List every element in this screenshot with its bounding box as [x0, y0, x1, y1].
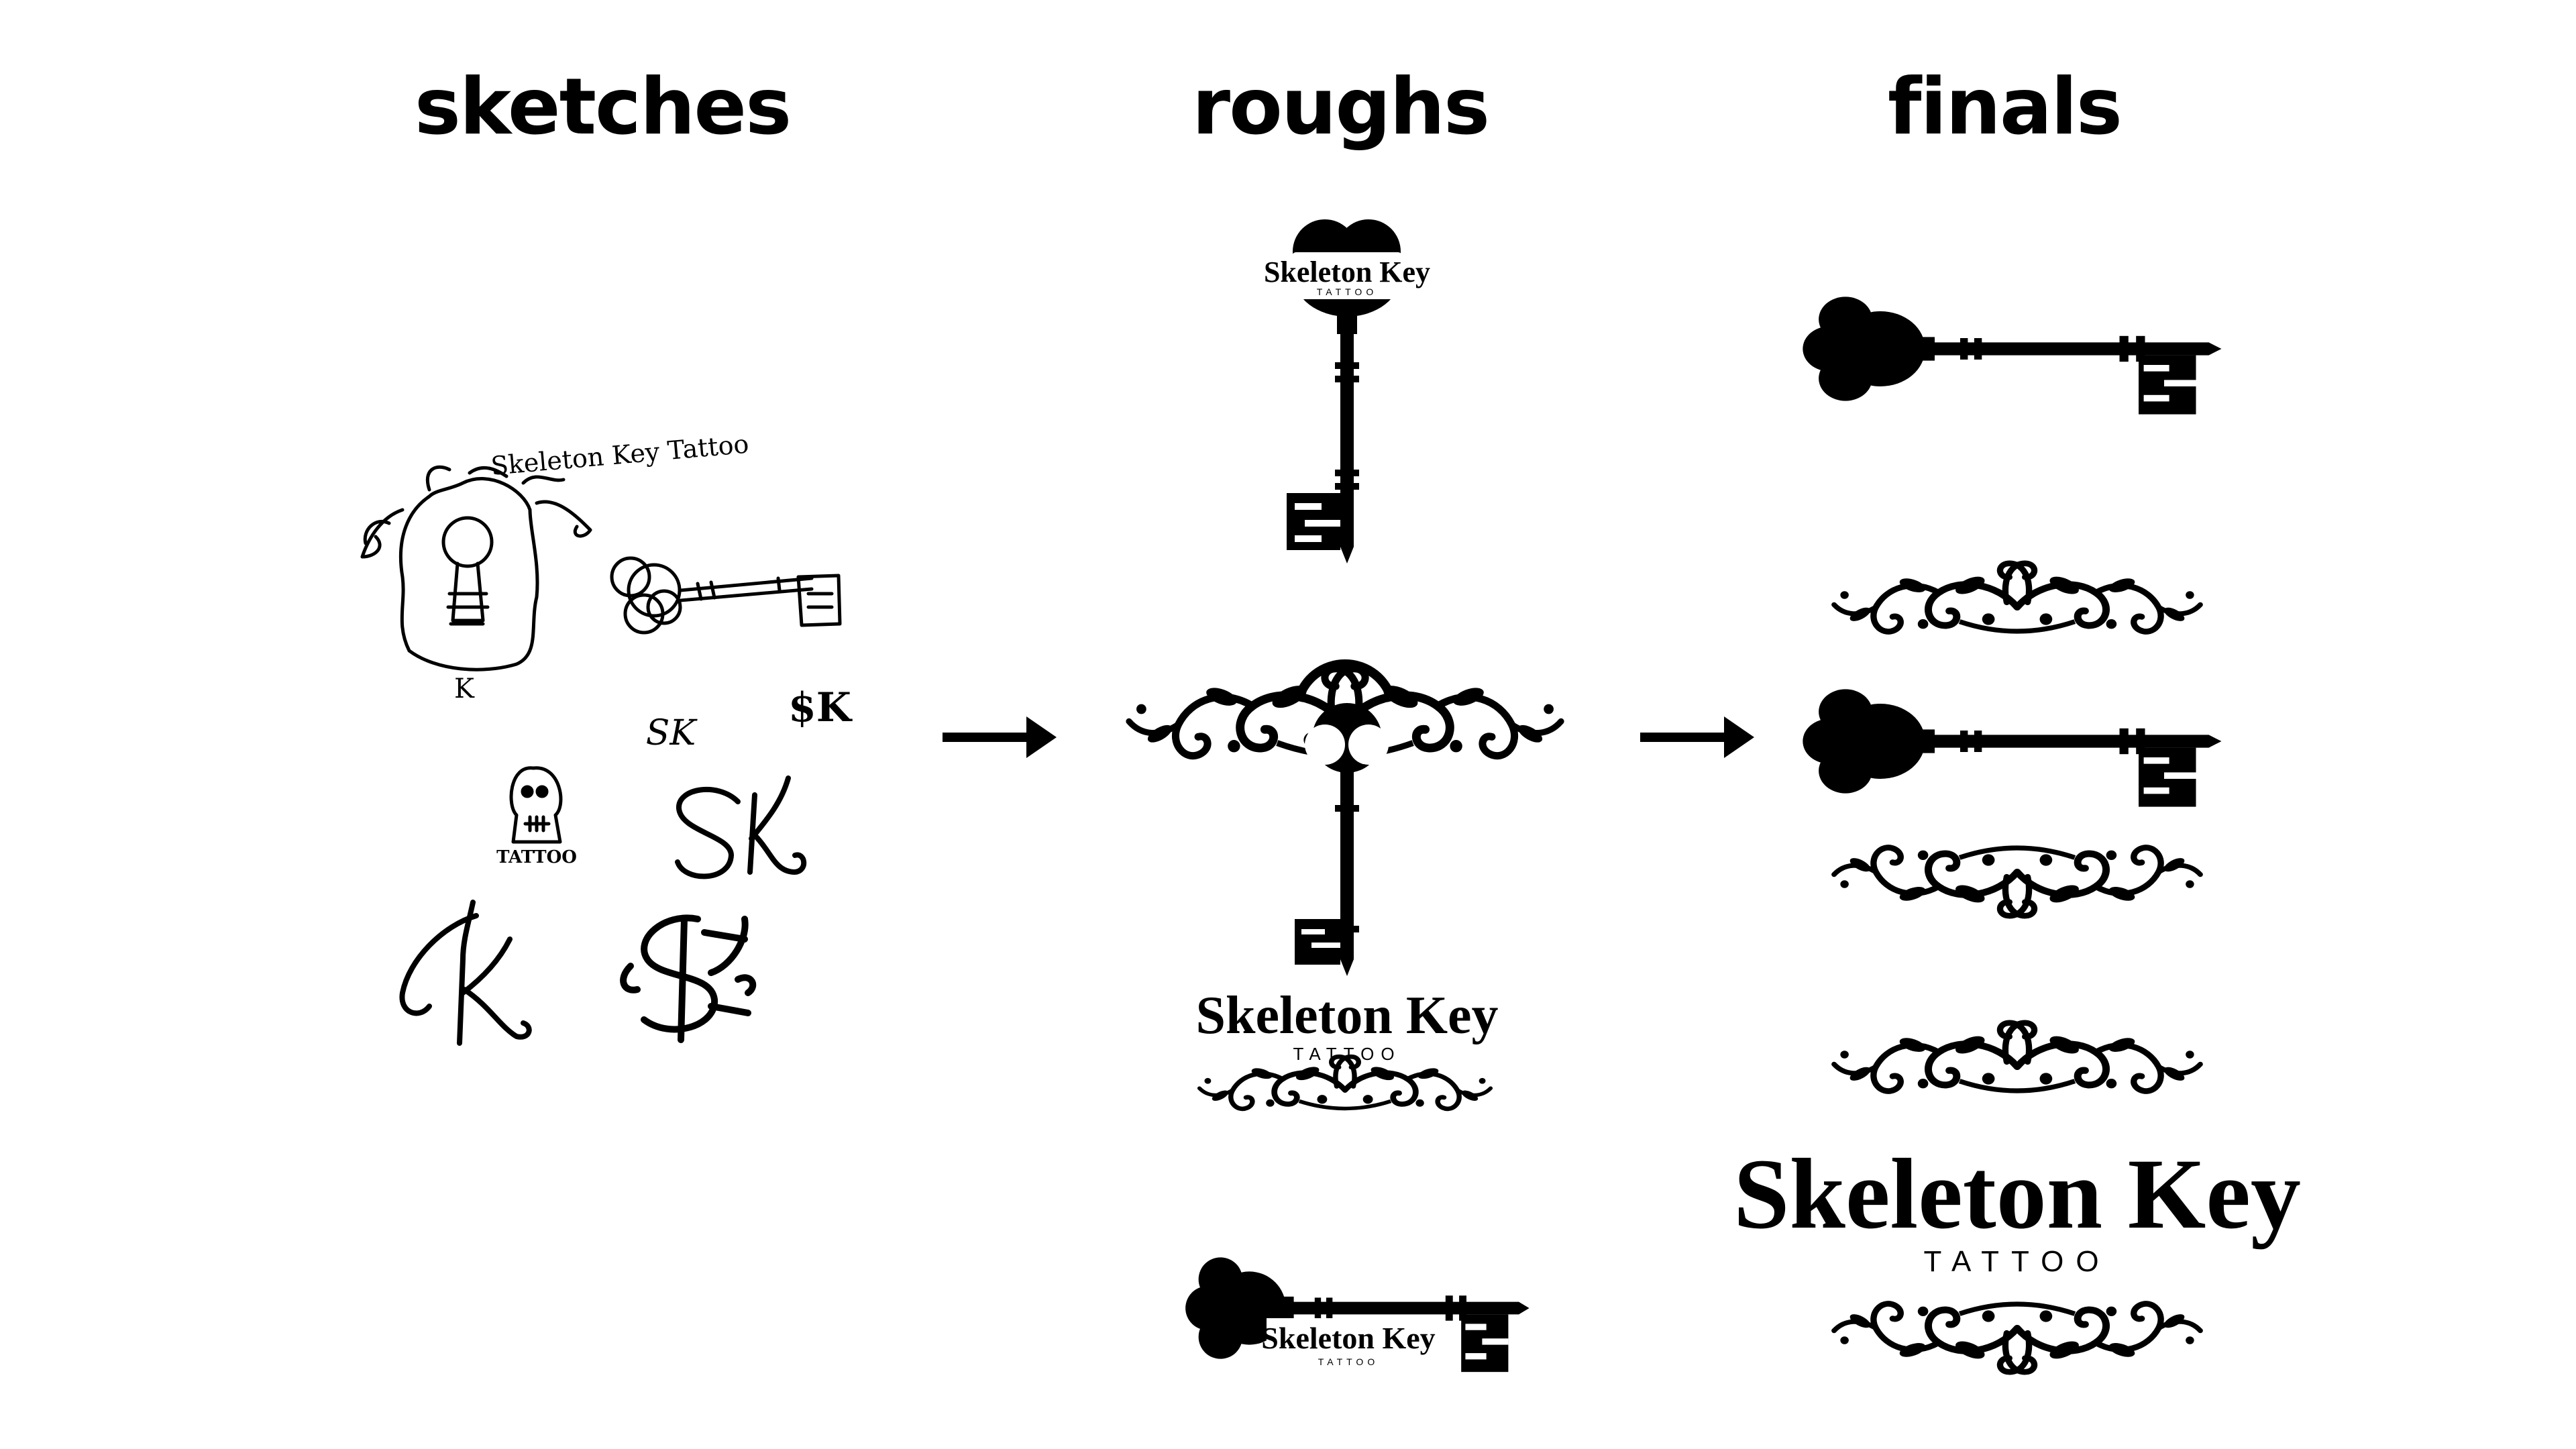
final-wordmark-bottom-scroll-icon: [1834, 1303, 2200, 1372]
sketch-keyhole-letter: K: [454, 674, 475, 704]
final-key-icon: [1803, 297, 2222, 415]
final-bottom-scroll-icon: [1834, 847, 2200, 916]
rough-badge-wordmark: Skeleton Key: [1264, 256, 1430, 288]
column-title-roughs: roughs: [1191, 62, 1490, 152]
rough-crest-icon: [1129, 659, 1561, 976]
arrow-right-icon: [943, 716, 1057, 758]
arrow-right-icon-2: [1640, 716, 1754, 758]
final-wordmark: Skeleton Key: [1733, 1138, 2301, 1250]
rough-badge-tagline: TATTOO: [1317, 286, 1377, 297]
sketch-small-monogram: SK: [646, 713, 698, 753]
rough-key-tagline: TATTOO: [1318, 1356, 1379, 1367]
rough-key-wordmark: Skeleton Key: [1261, 1321, 1435, 1355]
sketch-vines-icon: [360, 465, 592, 559]
sketch-lockplate-icon: [398, 477, 539, 672]
sketch-group: [360, 465, 842, 1046]
rough-crest-wordmark: Skeleton Key: [1195, 986, 1498, 1045]
sketch-sk-monogram-icon: [675, 786, 741, 879]
final-wordmark-top-scroll-icon: [1834, 1023, 2200, 1091]
sketch-keyhole-tattoo-label: TATTOO: [496, 847, 577, 867]
sketch-dollar-monogram: $K: [788, 684, 853, 731]
rough-vertical-key-icon: [1287, 219, 1402, 564]
sketch-ornate-monogram-icon: [620, 914, 757, 1043]
final-top-scroll-icon: [1834, 564, 2200, 632]
column-title-finals: finals: [1888, 62, 2123, 152]
column-title-sketches: sketches: [414, 62, 792, 152]
final-tagline: TATTOO: [1923, 1245, 2110, 1278]
sketch-script-k-icon: [399, 900, 532, 1046]
sketch-keyhole-icon: [441, 516, 494, 568]
sketch-banner-text: Skeleton Key Tattoo: [490, 429, 750, 481]
final-crest-key-icon: [1803, 689, 2222, 807]
rough-bottom-scroll-icon: [1199, 1057, 1491, 1109]
sketch-keyhole-figure-icon: [509, 766, 563, 844]
